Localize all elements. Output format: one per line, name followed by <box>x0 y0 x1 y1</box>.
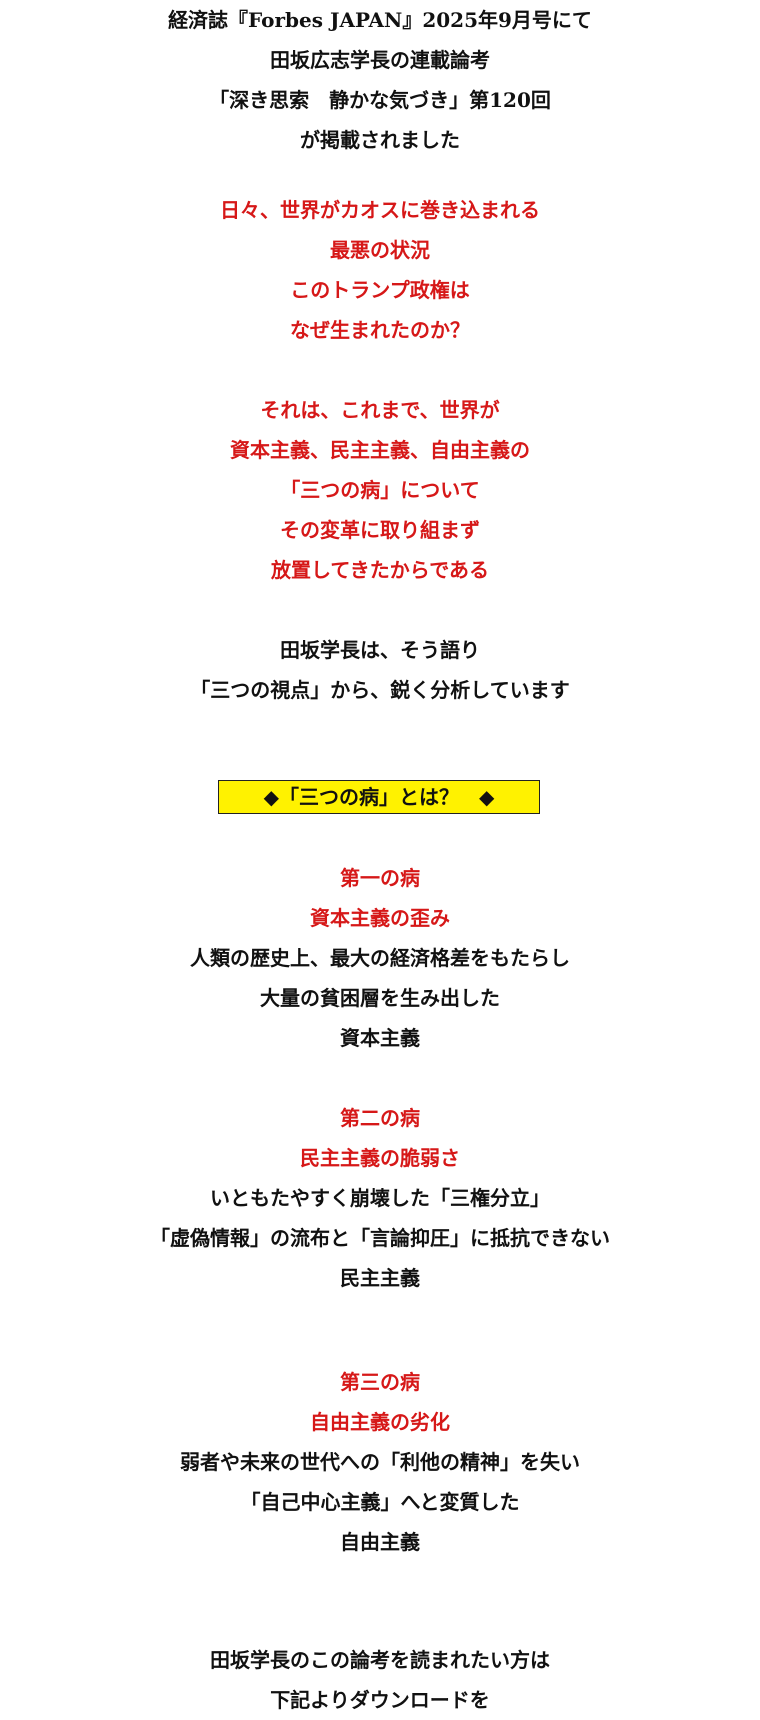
disease-line: 大量の貧困層を生み出した <box>260 986 500 1010</box>
intro-line: が掲載されました <box>300 128 460 152</box>
intro-line: 田坂広志学長の連載論考 <box>270 48 490 72</box>
three-diseases-callout: ◆「三つの病」とは？ ◆ <box>218 780 540 814</box>
disease-title: 民主主義の脆弱さ <box>300 1146 460 1170</box>
intro-line: 「深き思索 静かな気づき」第120回 <box>209 88 551 112</box>
disease-3-section: 第三の病 自由主義の劣化 弱者や未来の世代への「利他の精神」を失い 「自己中心主… <box>0 1362 760 1562</box>
disease-line: 弱者や未来の世代への「利他の精神」を失い <box>180 1450 580 1474</box>
hook-section: 日々、世界がカオスに巻き込まれる 最悪の状況 このトランプ政権は なぜ生まれたの… <box>0 190 760 350</box>
disease-1-section: 第一の病 資本主義の歪み 人類の歴史上、最大の経済格差をもたらし 大量の貧困層を… <box>0 858 760 1058</box>
disease-title: 資本主義の歪み <box>310 906 450 930</box>
closing-line: 下記よりダウンロードを <box>270 1688 490 1712</box>
disease-line: 人類の歴史上、最大の経済格差をもたらし <box>190 946 570 970</box>
reason-line: 放置してきたからである <box>271 558 489 582</box>
disease-line: 自由主義 <box>340 1530 420 1554</box>
reason-line: それは、これまで、世界が <box>260 398 500 422</box>
closing-section: 田坂学長のこの論考を読まれたい方は 下記よりダウンロードを <box>0 1640 760 1720</box>
disease-2-section: 第二の病 民主主義の脆弱さ いともたやすく崩壊した「三権分立」 「虚偽情報」の流… <box>0 1098 760 1298</box>
intro-line: 経済誌『Forbes JAPAN』2025年9月号にて <box>168 8 592 32</box>
reason-line: 「三つの病」について <box>280 478 480 502</box>
disease-line: 資本主義 <box>340 1026 420 1050</box>
hook-line: このトランプ政権は <box>290 278 470 302</box>
closing-line: 田坂学長のこの論考を読まれたい方は <box>210 1648 550 1672</box>
hook-line: 日々、世界がカオスに巻き込まれる <box>220 198 540 222</box>
hook-line: 最悪の状況 <box>330 238 430 262</box>
disease-line: 「虚偽情報」の流布と「言論抑圧」に抵抗できない <box>150 1226 610 1250</box>
disease-number: 第三の病 <box>340 1370 420 1394</box>
hook-line: なぜ生まれたのか？ <box>290 318 470 342</box>
summary-line: 「三つの視点」から、鋭く分析しています <box>190 678 570 702</box>
disease-line: いともたやすく崩壊した「三権分立」 <box>210 1186 550 1210</box>
disease-line: 「自己中心主義」へと変質した <box>240 1490 520 1514</box>
disease-number: 第二の病 <box>340 1106 420 1130</box>
summary-section: 田坂学長は、そう語り 「三つの視点」から、鋭く分析しています <box>0 630 760 710</box>
disease-number: 第一の病 <box>340 866 420 890</box>
disease-title: 自由主義の劣化 <box>310 1410 450 1434</box>
disease-line: 民主主義 <box>340 1266 420 1290</box>
reason-line: その変革に取り組まず <box>280 518 480 542</box>
reason-line: 資本主義、民主主義、自由主義の <box>230 438 530 462</box>
reason-section: それは、これまで、世界が 資本主義、民主主義、自由主義の 「三つの病」について … <box>0 390 760 590</box>
summary-line: 田坂学長は、そう語り <box>280 638 480 662</box>
intro-section: 経済誌『Forbes JAPAN』2025年9月号にて 田坂広志学長の連載論考 … <box>0 0 760 160</box>
